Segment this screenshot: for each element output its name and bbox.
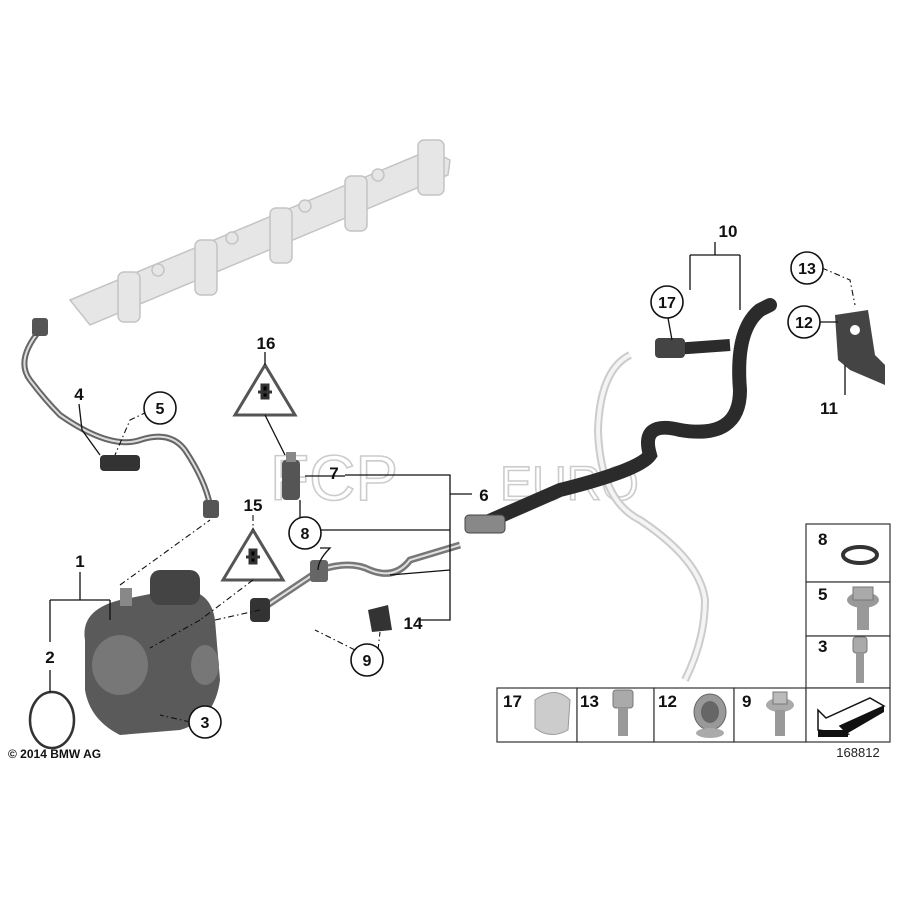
high-pressure-pump-1 bbox=[84, 570, 220, 735]
callout-circle bbox=[350, 643, 384, 677]
bracket-11 bbox=[835, 310, 885, 385]
callout-circle bbox=[787, 305, 821, 339]
callout-9: 9 bbox=[363, 653, 372, 670]
table-label-5: 5 bbox=[818, 585, 827, 604]
callout-circle bbox=[188, 705, 222, 739]
table-label-9: 9 bbox=[742, 692, 751, 711]
leader-lines bbox=[49, 242, 856, 723]
o-ring-2 bbox=[28, 690, 76, 750]
return-line bbox=[593, 351, 710, 682]
callout-6: 6 bbox=[479, 486, 488, 505]
callout-17: 17 bbox=[658, 295, 676, 312]
fitting bbox=[32, 318, 48, 336]
callout-13: 13 bbox=[798, 261, 816, 278]
fitting bbox=[310, 560, 328, 582]
callout-8: 8 bbox=[301, 526, 310, 543]
hose-connector bbox=[464, 514, 506, 534]
arrow-icon bbox=[817, 697, 886, 737]
callout-5: 5 bbox=[156, 401, 165, 418]
clip-part bbox=[534, 692, 571, 735]
diagram-number: 168812 bbox=[836, 745, 879, 760]
callout-14: 14 bbox=[404, 614, 423, 633]
warning-icon-16 bbox=[232, 362, 298, 417]
callout-16: 16 bbox=[257, 334, 276, 353]
fitting bbox=[203, 500, 219, 518]
callout-11: 11 bbox=[820, 399, 838, 418]
flange-bolt-part bbox=[847, 586, 879, 630]
gasket-14 bbox=[368, 605, 392, 632]
bracket-5 bbox=[100, 455, 140, 471]
table-label-8: 8 bbox=[818, 530, 827, 549]
callout-7: 7 bbox=[329, 464, 338, 483]
callout-circle bbox=[143, 391, 177, 425]
callout-circle bbox=[790, 251, 824, 285]
callout-10: 10 bbox=[719, 222, 738, 241]
fuel-hose-10 bbox=[473, 298, 777, 532]
pressure-sensor-7 bbox=[282, 460, 300, 500]
fuel-rail bbox=[68, 139, 451, 326]
table-label-13: 13 bbox=[580, 692, 599, 711]
socket-bolt-part bbox=[852, 636, 868, 683]
table-label-17: 17 bbox=[503, 692, 522, 711]
table-label-12: 12 bbox=[658, 692, 677, 711]
o-ring-part bbox=[841, 545, 879, 565]
callout-circle bbox=[650, 285, 684, 319]
copyright: © 2014 BMW AG bbox=[8, 747, 101, 761]
fuel-line-4 bbox=[21, 328, 213, 506]
quick-connector bbox=[655, 338, 685, 358]
callout-2: 2 bbox=[45, 648, 54, 667]
hex-bolt-part bbox=[612, 689, 634, 736]
warning-icon-15 bbox=[220, 527, 286, 582]
callout-15: 15 bbox=[244, 496, 263, 515]
callout-circle bbox=[288, 516, 322, 550]
callout-12: 12 bbox=[795, 315, 813, 332]
table-label-3: 3 bbox=[818, 637, 827, 656]
callout-3: 3 bbox=[201, 715, 210, 732]
callout-4: 4 bbox=[74, 385, 84, 404]
callout-1: 1 bbox=[75, 552, 84, 571]
flange-bolt-part bbox=[766, 691, 794, 736]
grommet-part bbox=[693, 693, 727, 738]
parts-table: 8 5 3 17 13 12 9 bbox=[496, 523, 891, 743]
